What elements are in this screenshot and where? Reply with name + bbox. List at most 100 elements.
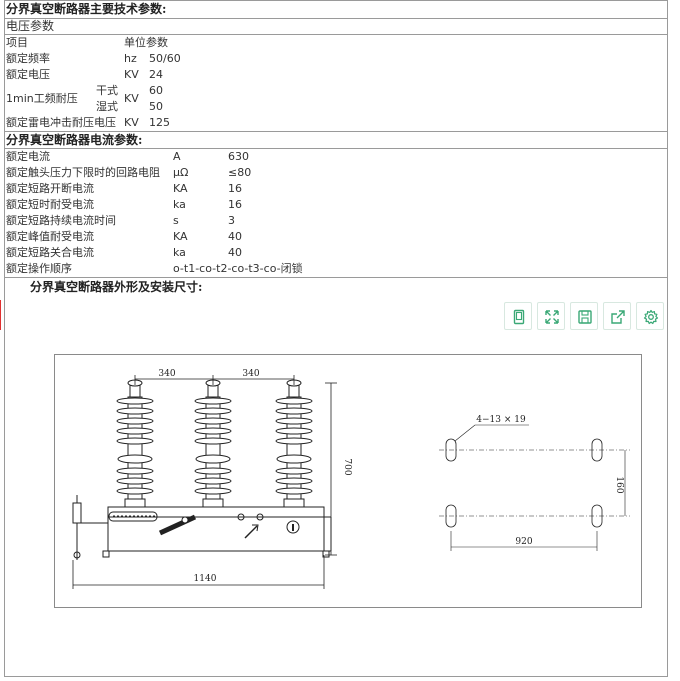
shed: [116, 477, 154, 485]
insulator-right: [275, 379, 313, 508]
shed: [194, 407, 232, 415]
withstand-wet-label: 湿式: [96, 100, 118, 113]
shed: [275, 397, 313, 405]
terminal: [207, 384, 219, 398]
row-label: 额定短路持续电流时间: [6, 214, 116, 227]
shed: [275, 437, 313, 445]
withstand-wet-value: 50: [149, 100, 163, 113]
shed: [275, 477, 313, 485]
shed: [275, 417, 313, 425]
row-value: 3: [228, 214, 235, 227]
shed: [194, 397, 232, 405]
row-label: 额定短路开断电流: [6, 182, 94, 195]
shed: [195, 454, 231, 464]
leader-line: [454, 424, 476, 442]
terminal: [288, 384, 300, 398]
shed: [194, 467, 232, 475]
breaker-dimension-drawing: 340 340 700 1140 4−13 × 19 160 920: [54, 354, 642, 608]
row-value: 24: [149, 68, 163, 81]
copy-button[interactable]: [504, 302, 532, 330]
shed: [275, 427, 313, 435]
copy-icon: [513, 309, 525, 325]
shed: [275, 407, 313, 415]
divider: [4, 18, 668, 19]
share-button[interactable]: [603, 302, 631, 330]
insulator-group: [116, 379, 313, 508]
shed: [275, 487, 313, 495]
row-label: 额定电流: [6, 150, 50, 163]
shed: [194, 487, 232, 495]
row-label: 额定电压: [6, 68, 50, 81]
impulse-value: 125: [149, 116, 170, 129]
insulator-middle: [194, 379, 232, 508]
shed: [194, 417, 232, 425]
indicator-dot: [237, 513, 245, 521]
shed: [117, 454, 153, 464]
voltage-subtitle: 电压参数: [6, 19, 55, 33]
row-unit: s: [173, 214, 179, 227]
insulator-base: [124, 498, 146, 508]
shed: [194, 477, 232, 485]
dim-hole-width: 920: [515, 537, 532, 547]
row-label: 额定峰值耐受电流: [6, 230, 94, 243]
withstand-dry-value: 60: [149, 84, 163, 97]
dim-hole-height: 160: [614, 476, 624, 493]
row-value: 40: [228, 230, 242, 243]
arrow-head: [252, 524, 259, 532]
dim-spacing-right: 340: [242, 369, 259, 379]
shed: [194, 427, 232, 435]
insulator-base: [202, 498, 224, 508]
row-value: 630: [228, 150, 249, 163]
settings-button[interactable]: [636, 302, 664, 330]
impulse-unit: KV: [124, 116, 139, 129]
row-label: 额定触头压力下限时的回路电阻: [6, 166, 160, 179]
row-value: ≤80: [228, 166, 252, 179]
withstand-dry-label: 干式: [96, 84, 118, 97]
shed: [116, 487, 154, 495]
row-unit: hz: [124, 52, 137, 65]
shed: [194, 437, 232, 445]
shed: [116, 417, 154, 425]
shed: [116, 467, 154, 475]
withstand-label: 1min工频耐压: [6, 92, 78, 105]
dim-height: 700: [342, 458, 352, 475]
row-value: 16: [228, 182, 242, 195]
withstand-unit: KV: [124, 92, 139, 105]
knob-shape: [286, 520, 300, 534]
hole-spec: 4−13 × 19: [476, 415, 526, 425]
page-frame: [4, 0, 668, 677]
row-value: 50/60: [149, 52, 181, 65]
row-unit: KV: [124, 68, 139, 81]
rod-knob: [73, 551, 81, 559]
share-icon: [611, 310, 625, 324]
save-icon: [578, 310, 592, 324]
divider: [4, 277, 668, 278]
section3-title: 分界真空断路器外形及安装尺寸:: [30, 280, 203, 294]
indicator-dot: [256, 513, 264, 521]
row-unit: A: [173, 150, 181, 163]
shed: [116, 427, 154, 435]
dim-spacing-left: 340: [158, 369, 175, 379]
save-button[interactable]: [570, 302, 598, 330]
row-value: o-t1-co-t2-co-t3-co-闭锁: [173, 262, 303, 275]
insulator-left: [116, 379, 154, 508]
slot-shape: [108, 511, 158, 522]
shed: [275, 467, 313, 475]
terminal: [129, 384, 141, 398]
row-label: 额定频率: [6, 52, 50, 65]
divider: [4, 148, 668, 149]
drawing-svg: 340 340 700 1140 4−13 × 19 160 920: [72, 369, 630, 589]
row-value: 40: [228, 246, 242, 259]
row-unit: ka: [173, 246, 186, 259]
row-unit: KA: [173, 230, 188, 243]
row-unit: KA: [173, 182, 188, 195]
shed: [116, 397, 154, 405]
divider: [4, 34, 668, 35]
section2-title: 分界真空断路器电流参数:: [6, 133, 143, 147]
arrow-shape: [244, 525, 258, 539]
row-label: 额定短时耐受电流: [6, 198, 94, 211]
dim-width: 1140: [194, 574, 217, 584]
edge-marker: [0, 300, 1, 330]
header-item: 项目: [6, 36, 28, 49]
expand-button[interactable]: [537, 302, 565, 330]
